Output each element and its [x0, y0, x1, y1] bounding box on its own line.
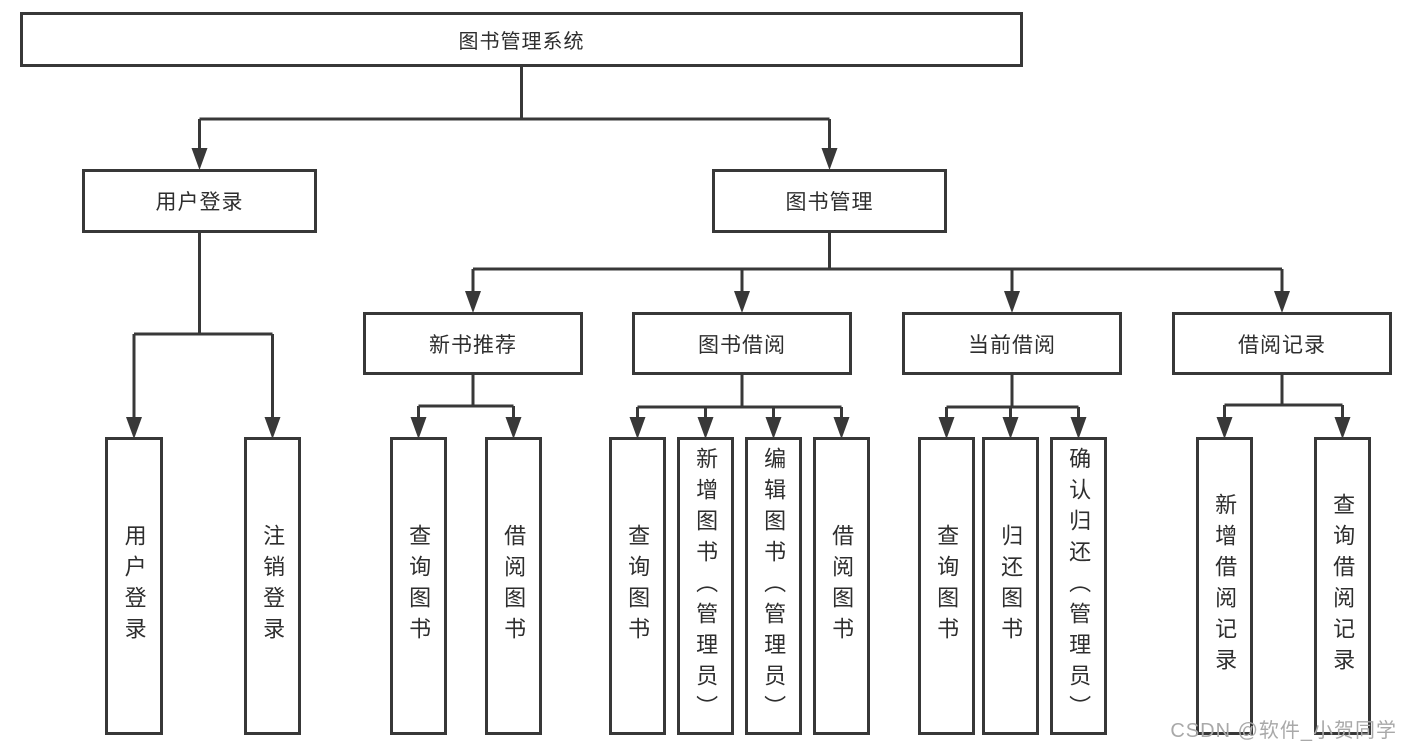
arrow-icon	[1004, 291, 1020, 313]
arrow-icon	[410, 417, 427, 439]
node-new-book-recommendation: 新书推荐	[363, 312, 583, 375]
arrow-icon	[126, 417, 142, 439]
arrow-icon	[821, 148, 838, 170]
node-label: 查询借阅记录	[1330, 493, 1356, 679]
arrow-icon	[191, 148, 208, 170]
node-query-borrow-record: 查询借阅记录	[1314, 437, 1371, 735]
node-label: 借阅图书	[829, 524, 855, 648]
node-label: 查询图书	[934, 524, 960, 648]
node-label: 编辑图书（管理员）	[761, 446, 787, 726]
arrowheads	[126, 148, 1351, 439]
node-label: 新书推荐	[429, 333, 517, 357]
node-borrow-books-2: 借阅图书	[813, 437, 870, 735]
node-logout: 注销登录	[244, 437, 301, 735]
connector-new-book	[417, 375, 515, 421]
arrow-icon	[1216, 417, 1233, 439]
arrow-icon	[1274, 291, 1290, 313]
node-confirm-return-admin: 确认归还（管理员）	[1050, 437, 1107, 735]
node-label: 归还图书	[998, 524, 1024, 648]
node-library-management-system: 图书管理系统	[20, 12, 1023, 67]
node-label: 用户登录	[155, 191, 244, 214]
node-borrow-books-1: 借阅图书	[485, 437, 542, 735]
arrow-icon	[1002, 417, 1019, 439]
node-add-borrow-record: 新增借阅记录	[1196, 437, 1253, 735]
node-add-books-admin: 新增图书（管理员）	[677, 437, 734, 735]
connector-book-borrowing	[636, 375, 843, 421]
node-label: 当前借阅	[968, 333, 1056, 357]
node-return-books: 归还图书	[982, 437, 1039, 735]
node-label: 借阅记录	[1238, 333, 1326, 357]
node-label: 图书借阅	[698, 333, 786, 357]
connector-book-management	[471, 233, 1284, 296]
node-label: 用户登录	[121, 524, 147, 648]
node-user-login-action: 用户登录	[105, 437, 163, 735]
connector-user-login	[132, 233, 274, 421]
node-current-borrowing: 当前借阅	[902, 312, 1122, 375]
node-query-books-2: 查询图书	[609, 437, 666, 735]
node-label: 图书管理	[785, 191, 874, 214]
connector-borrow-records	[1223, 375, 1344, 421]
node-label: 新增图书（管理员）	[693, 446, 719, 726]
arrow-icon	[765, 417, 782, 439]
node-label: 借阅图书	[501, 524, 527, 648]
node-query-books-1: 查询图书	[390, 437, 447, 735]
node-book-management: 图书管理	[712, 169, 947, 233]
node-borrowing-records: 借阅记录	[1172, 312, 1392, 375]
arrow-icon	[1070, 417, 1087, 439]
node-user-login: 用户登录	[82, 169, 317, 233]
arrow-icon	[505, 417, 522, 439]
arrow-icon	[697, 417, 714, 439]
node-book-borrowing: 图书借阅	[632, 312, 852, 375]
node-label: 查询图书	[406, 524, 432, 648]
connector-root	[198, 67, 831, 153]
node-label: 新增借阅记录	[1212, 493, 1238, 679]
watermark: CSDN @软件_小贺同学	[1170, 720, 1397, 742]
arrow-icon	[264, 417, 281, 439]
arrow-icon	[629, 417, 646, 439]
node-label: 图书管理系统	[458, 31, 585, 53]
node-label: 查询图书	[625, 524, 651, 648]
node-label: 注销登录	[260, 524, 286, 648]
arrow-icon	[734, 291, 750, 313]
node-label: 确认归还（管理员）	[1066, 446, 1092, 726]
arrow-icon	[465, 291, 481, 313]
node-edit-books-admin: 编辑图书（管理员）	[745, 437, 802, 735]
arrow-icon	[1334, 417, 1351, 439]
arrow-icon	[938, 417, 955, 439]
node-query-books-3: 查询图书	[918, 437, 975, 735]
arrow-icon	[833, 417, 850, 439]
connector-current-borrowing	[945, 375, 1080, 421]
